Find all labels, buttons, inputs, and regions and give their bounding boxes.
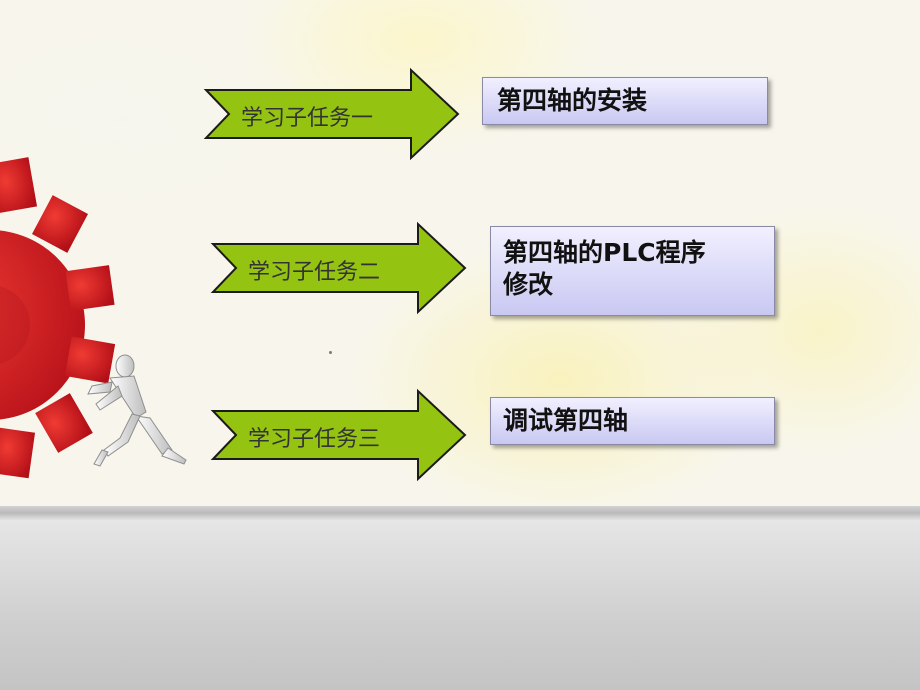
arrow-shape — [203, 67, 460, 161]
task-box-1: 第四轴的安装 — [482, 77, 768, 125]
background-bottom — [0, 520, 920, 690]
task-box-text-line-2: 修改 — [503, 270, 554, 299]
task-arrow-label: 学习子任务三 — [248, 427, 381, 452]
divider-band — [0, 506, 920, 520]
task-arrow-2: 学习子任务二 — [210, 221, 467, 315]
task-box-text: 调试第四轴 — [503, 406, 629, 435]
stray-dot — [329, 351, 332, 354]
task-box-2: 第四轴的PLC程序 修改 — [490, 226, 775, 316]
gear-pushing-figure-illustration — [0, 150, 200, 480]
task-arrow-3: 学习子任务三 — [210, 388, 467, 482]
arrow-shape — [210, 388, 467, 482]
task-box-text-line-1: 第四轴的PLC程序 — [503, 238, 706, 267]
arrow-shape — [210, 221, 467, 315]
task-box-3: 调试第四轴 — [490, 397, 775, 445]
task-arrow-label: 学习子任务一 — [241, 106, 374, 131]
gear-icon — [0, 157, 187, 479]
task-box-text: 第四轴的安装 — [497, 86, 648, 115]
task-arrow-1: 学习子任务一 — [203, 67, 460, 161]
task-arrow-label: 学习子任务二 — [248, 260, 381, 285]
